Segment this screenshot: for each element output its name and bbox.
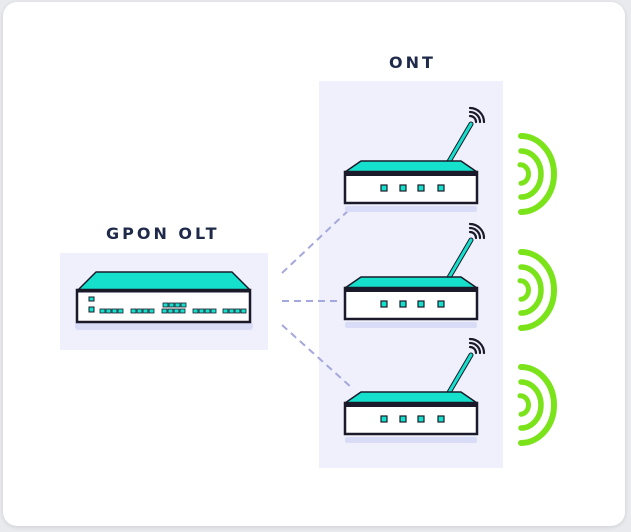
olt-port (204, 308, 211, 314)
ont-router-icon (343, 222, 557, 331)
router-port (380, 184, 388, 192)
router-top (344, 276, 478, 289)
olt-port (99, 308, 106, 314)
olt-label: GPON OLT (106, 224, 220, 243)
olt-led (88, 296, 95, 302)
router-shadow (345, 206, 477, 212)
olt-port (173, 308, 180, 314)
olt-port (210, 308, 217, 314)
ont-label: ONT (389, 53, 436, 72)
olt-port (222, 308, 229, 314)
olt-device-icon (75, 271, 253, 330)
olt-port (167, 308, 174, 314)
router-port (399, 300, 407, 308)
olt-led (88, 306, 95, 313)
antenna-signal-icon (468, 106, 486, 124)
olt-port (179, 308, 186, 314)
antenna-signal-icon (468, 230, 478, 240)
router-port (437, 415, 445, 423)
fiber-links (281, 207, 353, 389)
antenna-signal-icon (468, 114, 478, 124)
router-body (343, 286, 479, 321)
ont-router-icon (343, 337, 557, 446)
router-port (380, 415, 388, 423)
olt-port (234, 308, 241, 314)
router-port (437, 184, 445, 192)
ont-router-icon (343, 106, 557, 215)
olt-port (228, 308, 235, 314)
router-shadow (345, 437, 477, 443)
router-port (399, 184, 407, 192)
olt-port (192, 308, 199, 314)
olt-port (105, 308, 112, 314)
wifi-signal-icon (518, 148, 544, 200)
router-port (380, 300, 388, 308)
antenna-signal-icon (468, 345, 478, 355)
olt-port (198, 308, 205, 314)
olt-port (117, 308, 124, 314)
wifi-signal-icon (518, 379, 544, 431)
antenna-signal-icon (468, 110, 482, 124)
fiber-link-1 (281, 207, 352, 274)
antenna-signal-icon (468, 222, 486, 240)
olt-top (77, 271, 251, 291)
wifi-signal-icon (518, 249, 557, 331)
ont-group (343, 106, 557, 446)
router-port (417, 300, 425, 308)
wifi-signal-icon (518, 264, 544, 316)
router-top (344, 160, 478, 173)
router-top (344, 391, 478, 404)
router-port (417, 415, 425, 423)
olt-port (148, 308, 155, 314)
router-port (437, 300, 445, 308)
fiber-link-3 (281, 324, 353, 389)
olt-port (130, 308, 137, 314)
router-body (343, 401, 479, 436)
olt-port (168, 302, 175, 308)
router-port (417, 184, 425, 192)
olt-port (174, 302, 181, 308)
olt-port (180, 302, 187, 308)
wifi-signal-icon (517, 278, 531, 302)
olt-shadow (75, 322, 253, 330)
wifi-signal-icon (517, 162, 531, 186)
router-shadow (345, 322, 477, 328)
wifi-signal-icon (517, 393, 531, 417)
olt-port (111, 308, 118, 314)
olt-port (240, 308, 247, 314)
router-port (399, 415, 407, 423)
olt-port (161, 308, 168, 314)
wifi-signal-icon (518, 364, 557, 446)
router-body (343, 170, 479, 205)
wifi-signal-icon (518, 133, 557, 215)
antenna-signal-icon (468, 341, 482, 355)
olt-port (162, 302, 169, 308)
olt-port (142, 308, 149, 314)
olt-port (136, 308, 143, 314)
antenna-signal-icon (468, 226, 482, 240)
antenna-signal-icon (468, 337, 486, 355)
